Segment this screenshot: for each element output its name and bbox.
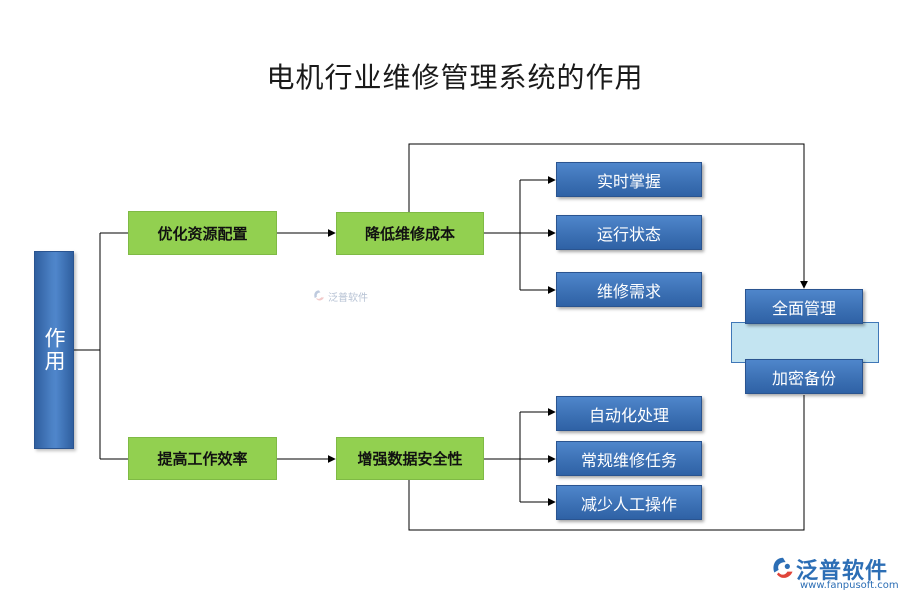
leaf-routine-tasks: 常规维修任务 [556, 441, 702, 476]
fanpu-logo-icon [314, 290, 324, 301]
leaf-realtime: 实时掌握 [556, 162, 702, 197]
leaf-less-manual: 减少人工操作 [556, 485, 702, 520]
connector-loop-bottom [408, 395, 805, 531]
diagram-title: 电机行业维修管理系统的作用 [266, 61, 644, 94]
connector-top-branch [484, 180, 521, 290]
brand-url: www.fanpusoft.com [800, 580, 899, 591]
watermark-text: 泛普软件 [328, 293, 368, 304]
connector-root [74, 232, 128, 460]
connector-bottom-branch [484, 412, 521, 502]
brand-name: 泛普软件 [796, 559, 889, 584]
leaf-repair-demand: 维修需求 [556, 272, 702, 307]
node-reduce-cost: 降低维修成本 [336, 212, 484, 255]
node-data-security: 增强数据安全性 [336, 437, 484, 480]
root-node: 作用 [34, 251, 74, 449]
brand-logo: 泛普软件 www.fanpusoft.com [770, 553, 899, 591]
node-efficiency: 提高工作效率 [128, 437, 277, 480]
right-box-band [731, 322, 879, 363]
leaf-automation: 自动化处理 [556, 396, 702, 431]
fanpu-logo-icon [773, 557, 793, 578]
right-box-bottom: 加密备份 [745, 359, 863, 394]
node-optimize: 优化资源配置 [128, 211, 277, 255]
center-watermark: 泛普软件 [312, 289, 382, 304]
leaf-status: 运行状态 [556, 215, 702, 250]
right-box-top: 全面管理 [745, 289, 863, 324]
connector-loop-top [408, 143, 808, 289]
